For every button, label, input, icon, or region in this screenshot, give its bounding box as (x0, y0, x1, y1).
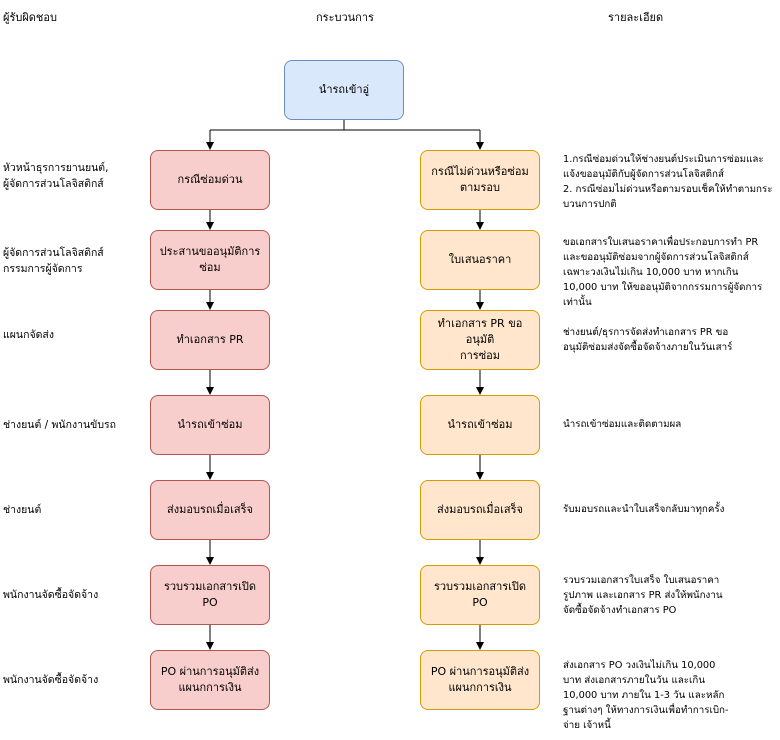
detail-text: รวบรวมเอกสารใบเสร็จ ใบเสนอราคา รูปภาพ แล… (563, 575, 723, 616)
responsible-label: ผู้จัดการส่วนโลจิสติกส์ กรรมการผู้จัดการ (3, 247, 104, 275)
detail-text: นำรถเข้าซ่อมและติดตามผล (563, 419, 682, 430)
urgent-step-node: ส่งมอบรถเมื่อเสร็จ (150, 480, 270, 540)
detail-text: ส่งเอกสาร PO วงเงินไม่เกิน 10,000 บาท ส่… (563, 660, 729, 731)
normal-step-node: นำรถเข้าซ่อม (420, 395, 540, 455)
normal-step-node: PO ผ่านการอนุมัติส่ง แผนกการเงิน (420, 650, 540, 710)
urgent-step-node: นำรถเข้าซ่อม (150, 395, 270, 455)
detail-text: รับมอบรถและนำใบเสร็จกลับมาทุกครั้ง (563, 504, 725, 515)
normal-step-node: ทำเอกสาร PR ขออนุมัติ การซ่อม (420, 310, 540, 370)
header-process: กระบวนการ (316, 11, 374, 24)
responsible-label: พนักงานจัดซื้อจัดจ้าง (3, 589, 99, 601)
header-details: รายละเอียด (608, 11, 664, 24)
responsible-label: ช่างยนต์ (3, 504, 42, 516)
normal-step-node: รวบรวมเอกสารเปิด PO (420, 565, 540, 625)
detail-text: ช่างยนต์/ธุรการจัดส่งทำเอกสาร PR ขอ อนุม… (563, 327, 733, 353)
header-responsible: ผู้รับผิดชอบ (3, 11, 57, 24)
detail-text: ขอเอกสารใบเสนอราคาเพื่อประกอบการทำ PR แล… (563, 237, 763, 308)
normal-step-node: ใบเสนอราคา (420, 230, 540, 290)
normal-step-node: ส่งมอบรถเมื่อเสร็จ (420, 480, 540, 540)
start-node: นำรถเข้าอู่ (284, 60, 404, 120)
urgent-step-node: ประสานขออนุมัติการ ซ่อม (150, 230, 270, 290)
detail-text: 1.กรณีซ่อมด่วนให้ช่างยนต์ประเมินการซ่อมแ… (563, 154, 773, 210)
responsible-label: พนักงานจัดซื้อจัดจ้าง (3, 674, 99, 686)
urgent-step-node: กรณีซ่อมด่วน (150, 150, 270, 210)
normal-step-node: กรณีไม่ด่วนหรือซ่อม ตามรอบ (420, 150, 540, 210)
responsible-label: ช่างยนต์ / พนักงานขับรถ (3, 419, 117, 431)
urgent-step-node: PO ผ่านการอนุมัติส่ง แผนกการเงิน (150, 650, 270, 710)
responsible-label: หัวหน้าธุรการยานยนต์, ผู้จัดการส่วนโลจิส… (3, 162, 109, 190)
urgent-step-node: ทำเอกสาร PR (150, 310, 270, 370)
responsible-label: แผนกจัดส่ง (3, 329, 54, 341)
urgent-step-node: รวบรวมเอกสารเปิด PO (150, 565, 270, 625)
